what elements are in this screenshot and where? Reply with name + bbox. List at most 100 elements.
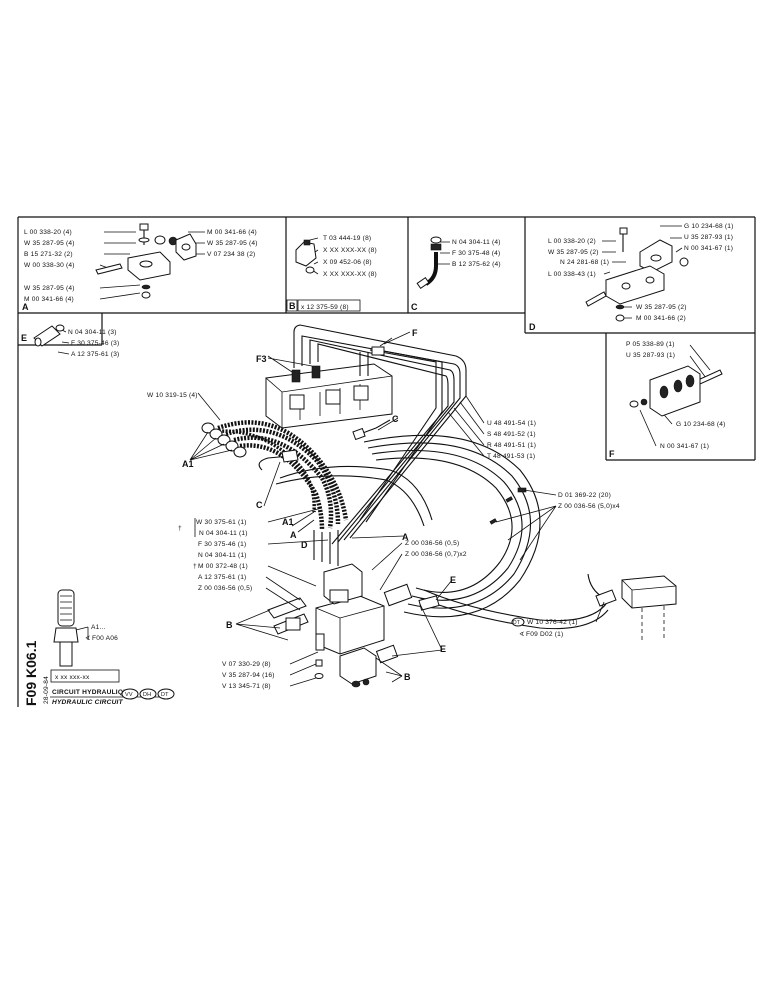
panel-a-right-part-1: M 00 341-66 (4) xyxy=(207,229,257,236)
panel-c-part-3: B 12 375-62 (4) xyxy=(452,261,501,268)
panel-a: A L 00 338-20 (4) W 35 287-95 (4) B 15 2… xyxy=(22,223,258,312)
panel-c-part-2: F 30 375-48 (4) xyxy=(452,250,500,257)
panel-d-part-1: G 10 234-68 (1) xyxy=(684,223,734,230)
panel-a-part-4: W 00 338-30 (4) xyxy=(24,262,75,269)
panel-b-part-1: T 03 444-19 (8) xyxy=(323,235,371,242)
left-block-part-5: M 00 372-48 (1) xyxy=(198,563,248,570)
inset-part-2: F00 A06 xyxy=(92,635,118,642)
panel-b: T 03 444-19 (8) X XX XXX-XX (8) X 09 452… xyxy=(286,235,377,312)
panel-d-part-4: N 24 281-68 (1) xyxy=(560,259,609,266)
return-lines xyxy=(275,434,609,630)
callout-b-left: B xyxy=(226,620,233,630)
bottom-part-2: V 35 287-94 (16) xyxy=(222,672,275,679)
title-en: HYDRAULIC CIRCUIT xyxy=(52,699,124,706)
callout-e-bottom: E xyxy=(440,644,446,654)
dt-symbol: ∢ xyxy=(519,631,525,638)
panel-d-bottom-part-1: W 35 287-95 (2) xyxy=(636,304,687,311)
panel-d-tag: D xyxy=(529,322,536,332)
panel-f: F P 05 338-89 (1) U 35 287-93 (1) G 10 2… xyxy=(609,341,726,459)
variant-badge-vv xyxy=(121,688,139,700)
panel-e-part-1: N 04 304-11 (3) xyxy=(68,329,117,336)
inset-part-1: A1... xyxy=(91,624,106,631)
dt-part-2: F09 D02 (1) xyxy=(526,631,563,638)
dt-part-1: W 10 376-42 (1) xyxy=(527,619,578,626)
panel-a-part-2: W 35 287-95 (4) xyxy=(24,240,75,247)
panel-f-part-3: G 10 234-68 (4) xyxy=(676,421,726,428)
callout-e-top: E xyxy=(450,575,456,585)
panel-f-part-1: P 05 338-89 (1) xyxy=(626,341,675,348)
variant-dh: DH xyxy=(143,692,151,698)
hose-fittings-a1 xyxy=(201,422,247,458)
variant-dt: DT xyxy=(161,692,169,698)
callout-a1: A1 xyxy=(182,459,194,469)
callout-b-right: B xyxy=(404,672,411,682)
callout-d: D xyxy=(301,540,308,550)
w-hose-label: W 10 319-15 (4) xyxy=(147,392,198,399)
clip-part-1: D 01 369-22 (20) xyxy=(558,492,611,499)
union-nut-icon xyxy=(430,236,442,244)
right-part-1: U 48 491-54 (1) xyxy=(487,420,536,427)
left-block-part-3: F 30 375-46 (1) xyxy=(198,541,246,548)
center-part-2: Z 00 036-56 (0,7)x2 xyxy=(405,551,467,558)
panel-a-part-3: B 15 271-32 (2) xyxy=(24,251,73,258)
inset-a1: A1... ∢ F00 A06 xyxy=(53,589,118,667)
right-part-3: R 48 491-51 (1) xyxy=(487,442,536,449)
panel-d-left-part-3: L 00 338-43 (1) xyxy=(548,271,596,278)
lower-distribution-block xyxy=(267,563,440,688)
right-part-2: S 48 491-52 (1) xyxy=(487,431,536,438)
panel-e-part-3: A 12 375-61 (3) xyxy=(71,351,119,358)
nut-icon xyxy=(154,235,166,245)
panel-d-left-part-1: L 00 338-20 (2) xyxy=(548,238,596,245)
callout-f3: F3 xyxy=(256,354,267,364)
fitting-icon xyxy=(295,241,317,267)
sheet-code-text: F09 K06.1 xyxy=(23,640,39,706)
panel-d: D G 10 234-68 (1) U 35 287-93 (1) N 00 3… xyxy=(529,223,734,332)
panel-b-tag: B xyxy=(289,301,296,311)
callout-a1-second: A1 xyxy=(282,517,294,527)
panel-c: C N 04 304-11 (4) F 30 375-48 (4) B 12 3… xyxy=(411,236,501,312)
right-part-4: T 48 491-53 (1) xyxy=(487,453,535,460)
panel-d-left-part-2: W 35 287-95 (2) xyxy=(548,249,599,256)
control-valve-block xyxy=(265,363,393,429)
panel-f-tag: F xyxy=(609,449,615,459)
variant-badge-dh xyxy=(139,688,157,700)
panel-b-assembly: x 12 375-59 (8) xyxy=(301,304,349,311)
left-block-part-7: Z 00 036-56 (0,5) xyxy=(198,585,252,592)
clip-part-2: Z 00 036-56 (5,0)x4 xyxy=(558,503,620,510)
panel-b-part-3: X 09 452-06 (8) xyxy=(323,259,372,266)
dt-badge-text: DT xyxy=(513,620,520,626)
title-block: x xx xxx-xx CIRCUIT HYDRAULIQUE HYDRAULI… xyxy=(50,669,175,706)
sheet-date: 28-09-84 xyxy=(43,676,50,704)
panel-c-tag: C xyxy=(411,302,418,312)
panel-a-right-part-3: V 07 234 38 (2) xyxy=(207,251,255,258)
bolt-icon-d xyxy=(619,227,628,235)
dt-badge xyxy=(511,617,525,627)
clamp-stack-icon xyxy=(649,365,701,417)
panel-f-part-2: U 35 287-93 (1) xyxy=(626,352,675,359)
center-part-1: Z 00 036-56 (0,5) xyxy=(405,540,459,547)
panel-f-part-4: N 00 341-67 (1) xyxy=(660,443,709,450)
panel-a-right-part-2: W 35 287-95 (4) xyxy=(207,240,258,247)
variant-vv: VV xyxy=(125,692,133,698)
panel-d-part-2: U 35 287-93 (1) xyxy=(684,234,733,241)
panel-a-part-1: L 00 338-20 (4) xyxy=(24,229,72,236)
top-panels-frame xyxy=(17,216,756,707)
panel-a-part-5: W 35 287-95 (4) xyxy=(24,285,75,292)
bolt-icon xyxy=(139,223,149,231)
callout-a-left: A xyxy=(290,530,297,540)
sheet-code: F09 K06.1 28-09-84 xyxy=(23,640,50,706)
panel-d-bottom-part-2: M 00 341-66 (2) xyxy=(636,315,686,322)
panel-e-tag: E xyxy=(21,333,27,343)
panel-e-part-2: F 30 375-46 (3) xyxy=(71,340,119,347)
bottom-part-3: V 13 345-71 (8) xyxy=(222,683,271,690)
left-block-part-2: N 04 304-11 (1) xyxy=(199,530,248,537)
panel-b-part-4: X XX XXX-XX (8) xyxy=(323,271,377,278)
title-fr: CIRCUIT HYDRAULIQUE xyxy=(52,689,133,696)
left-block-symbol-2: † xyxy=(193,563,197,570)
callout-a-right: A xyxy=(402,532,409,542)
bottom-part-1: V 07 330-29 (8) xyxy=(222,661,271,668)
rigid-pipes xyxy=(293,324,467,545)
left-block-part-1: W 30 375-61 (1) xyxy=(196,519,247,526)
